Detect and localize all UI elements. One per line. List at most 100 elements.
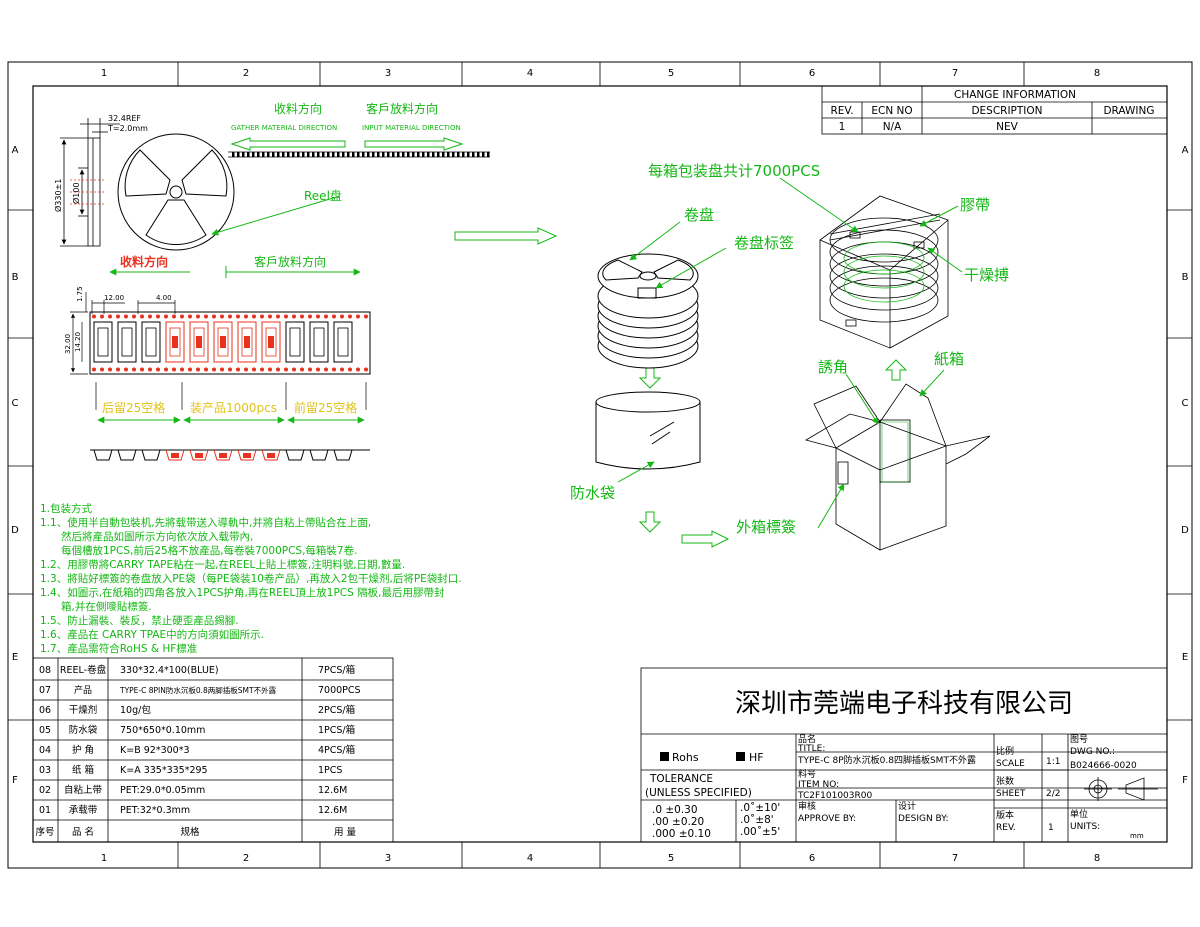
tape-tooth: [447, 152, 450, 157]
sprocket-hole: [260, 314, 264, 319]
tape-side-pocket: [141, 449, 161, 461]
item-cn: 料号: [798, 768, 816, 780]
sprocket-hole: [364, 314, 368, 319]
tape-tooth: [337, 152, 340, 157]
note-line: 箱,并在側嘜貼標簽.: [40, 600, 152, 613]
tape-segment-front: 前留25空格: [294, 400, 357, 415]
row-letter: D: [11, 525, 19, 536]
bom-cell: K=A 335*335*295: [120, 765, 208, 776]
tape-tooth: [392, 152, 395, 157]
tolerance-2: .00 ±0.20: [652, 816, 704, 828]
bom-cell: 7PCS/箱: [318, 664, 355, 676]
company-name: 深圳市莞端电子科技有限公司: [735, 689, 1073, 719]
tape-tooth: [317, 152, 320, 157]
frame-column-numbers-top: 1 2 3 4 5 6 7 8: [101, 68, 1100, 79]
sprocket-hole: [140, 314, 144, 319]
bom-cell: PET:29.0*0.05mm: [120, 785, 205, 796]
bom-header: 用 量: [334, 827, 357, 838]
dwg-cn: 图号: [1070, 734, 1088, 745]
tape-side-pocket: [261, 449, 281, 461]
sprocket-hole: [172, 314, 176, 319]
tape-tooth: [427, 152, 430, 157]
sprocket-hole: [260, 367, 264, 372]
bom-cell: TYPE-C 8PIN防水沉板0.8两脚插板SMT不外露: [119, 685, 277, 695]
packing-notes: 1.包装方式 1.1、使用半自動包裝机,先將载带送入導軌中,并將自粘上帶貼合在上…: [40, 502, 462, 655]
note-line: 1.3、將貼好標簽的卷盘放入PE袋（每PE袋装10卷产品）,再放入2包干燥剂,后…: [40, 572, 462, 585]
packed-box-callouts: [779, 177, 963, 273]
bom-cell: REEL-卷盘: [60, 664, 107, 676]
sprocket-hole: [348, 314, 352, 319]
tape-tooth: [297, 152, 300, 157]
tape-pocket-inner: [121, 327, 133, 357]
tape-pocket-inner: [241, 327, 253, 357]
tape-dimension-lines: [70, 292, 367, 410]
sheet-value: 2/2: [1046, 789, 1060, 799]
tape-side-pocket: [165, 449, 185, 461]
rev-en: REV.: [996, 823, 1016, 833]
col-number: 7: [952, 68, 958, 79]
total-per-box-label: 每箱包装盘共计7000PCS: [648, 162, 820, 180]
tape-tooth: [352, 152, 355, 157]
sprocket-hole: [204, 314, 208, 319]
sprocket-hole: [268, 314, 272, 319]
tape-pocket-inner: [337, 327, 349, 357]
tape-side-pocket: [117, 449, 137, 461]
sprocket-hole: [316, 314, 320, 319]
sprocket-hole: [300, 314, 304, 319]
note-line: 1.7、產品需符合RoHS & HF標准: [40, 642, 197, 655]
title-value: TYPE-C 8P防水沉板0.8四脚插板SMT不外露: [797, 754, 976, 766]
scale-value: 1:1: [1046, 757, 1060, 767]
tape-side-pocket: [333, 449, 353, 461]
sprocket-hole: [100, 367, 104, 372]
col-number: 8: [1094, 68, 1100, 79]
sprocket-hole: [348, 367, 352, 372]
tape-product: [268, 336, 274, 348]
tape-tooth: [237, 152, 240, 157]
change-header-ecn: ECN NO: [871, 105, 912, 117]
bom-cell: 08: [39, 665, 51, 676]
sprocket-hole: [356, 367, 360, 372]
sheet-cn: 张数: [996, 775, 1014, 787]
tape-side-pocket: [309, 449, 329, 461]
sprocket-hole: [332, 314, 336, 319]
col-number: 3: [385, 68, 391, 79]
sprocket-hole: [308, 367, 312, 372]
tape-product: [220, 336, 226, 348]
dim-tape-pocket: 14.20: [74, 332, 82, 352]
sprocket-hole: [124, 314, 128, 319]
tape-tooth: [302, 152, 305, 157]
sprocket-hole: [356, 314, 360, 319]
col-number: 1: [101, 853, 107, 864]
sprocket-hole: [100, 314, 104, 319]
reel-tag-label: 卷盘标签: [734, 234, 794, 252]
tape-pocket-inner: [265, 327, 277, 357]
bom-cell: 03: [39, 765, 51, 776]
dim-reel-thickness: T=2.0mm: [107, 124, 148, 133]
sprocket-hole: [180, 314, 184, 319]
tape-tooth: [397, 152, 400, 157]
note-line: 1.包装方式: [40, 502, 93, 515]
tape-side-pocket: [213, 449, 233, 461]
col-number: 5: [668, 68, 674, 79]
tolerance-3: .000 ±0.10: [652, 828, 711, 840]
bom-cell: 10g/包: [120, 704, 151, 716]
bom-cell: 产品: [74, 684, 92, 696]
bom-cell: K=B 92*300*3: [120, 745, 190, 756]
carrier-tape-top-view: [89, 311, 371, 375]
change-row-ecn: N/A: [883, 121, 902, 133]
tolerance-1: .0 ±0.30: [652, 804, 698, 816]
row-letter: F: [1182, 775, 1188, 786]
bom-cell: 12.6M: [318, 805, 347, 816]
bom-cell: 2PCS/箱: [318, 704, 355, 716]
tape-side-product: [243, 453, 251, 458]
tape-product: [244, 336, 250, 348]
waterproof-bag: [595, 391, 701, 470]
col-number: 2: [243, 68, 249, 79]
sprocket-hole: [252, 367, 256, 372]
row-letter: B: [12, 272, 19, 283]
dim-reel-hub: Ø100: [71, 182, 81, 204]
tape-tooth: [282, 152, 285, 157]
tape-side-pocket: [93, 449, 113, 461]
title-block: 深圳市莞端电子科技有限公司 Rohs HF 品名 TITLE: TYPE-C 8…: [640, 667, 1168, 843]
